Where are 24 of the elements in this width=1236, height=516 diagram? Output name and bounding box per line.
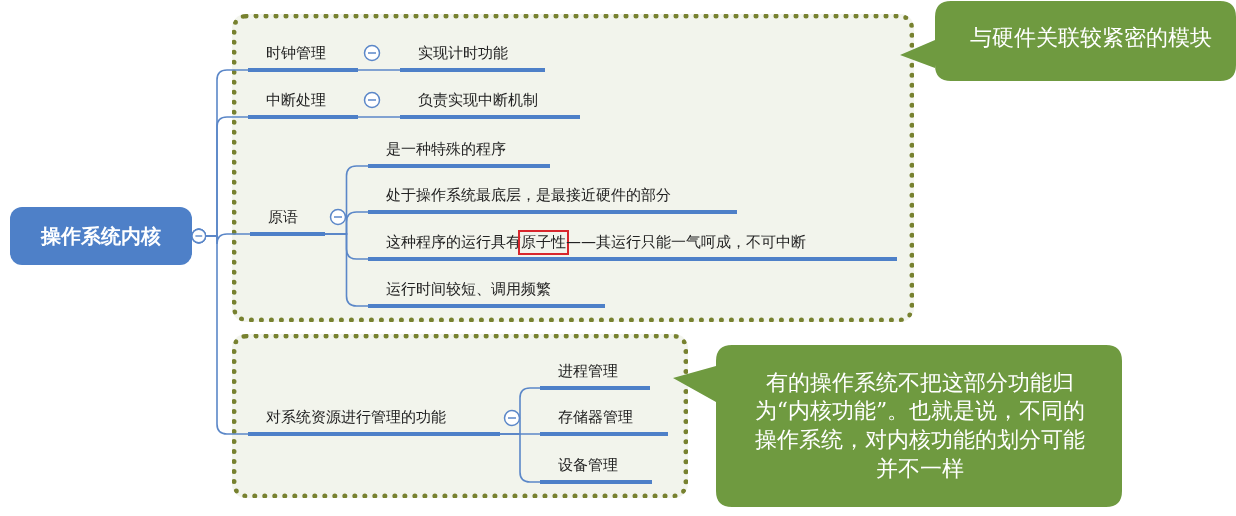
topic-label: 负责实现中断机制 xyxy=(400,85,580,119)
topic-label: 运行时间较短、调用频繁 xyxy=(368,274,605,308)
topic-label: 实现计时功能 xyxy=(400,38,545,72)
branch-line xyxy=(357,69,401,71)
callout-text: 有的操作系统不把这部分功能归为“内核功能”。也就是说，不同的操作系统，对内核功能的划分可能并不一样 xyxy=(753,368,1087,483)
topic-label: 处于操作系统最底层，是最接近硬件的部分 xyxy=(368,180,737,214)
topic-label: 时钟管理 xyxy=(248,38,358,72)
branch-line xyxy=(324,233,369,307)
topic-label: 对系统资源进行管理的功能 xyxy=(248,402,500,436)
callout-text: 与硬件关联较紧密的模块 xyxy=(969,23,1213,52)
topic-label: 中断处理 xyxy=(248,85,358,119)
branch-line xyxy=(191,228,249,435)
dotted-group-frame xyxy=(232,14,914,322)
topic-label: 原语 xyxy=(250,202,325,236)
topic-label: 存储器管理 xyxy=(540,402,668,436)
callout-bubble xyxy=(672,344,1122,508)
branch-line xyxy=(499,433,541,483)
topic-label: 进程管理 xyxy=(540,356,650,390)
dotted-group-frame xyxy=(232,334,688,498)
topic-label: 是一种特殊的程序 xyxy=(368,134,550,168)
topic-label: 设备管理 xyxy=(540,450,652,484)
branch-line xyxy=(357,116,401,118)
root-topic: 操作系统内核 xyxy=(10,207,192,265)
callout-bubble xyxy=(898,0,1236,82)
